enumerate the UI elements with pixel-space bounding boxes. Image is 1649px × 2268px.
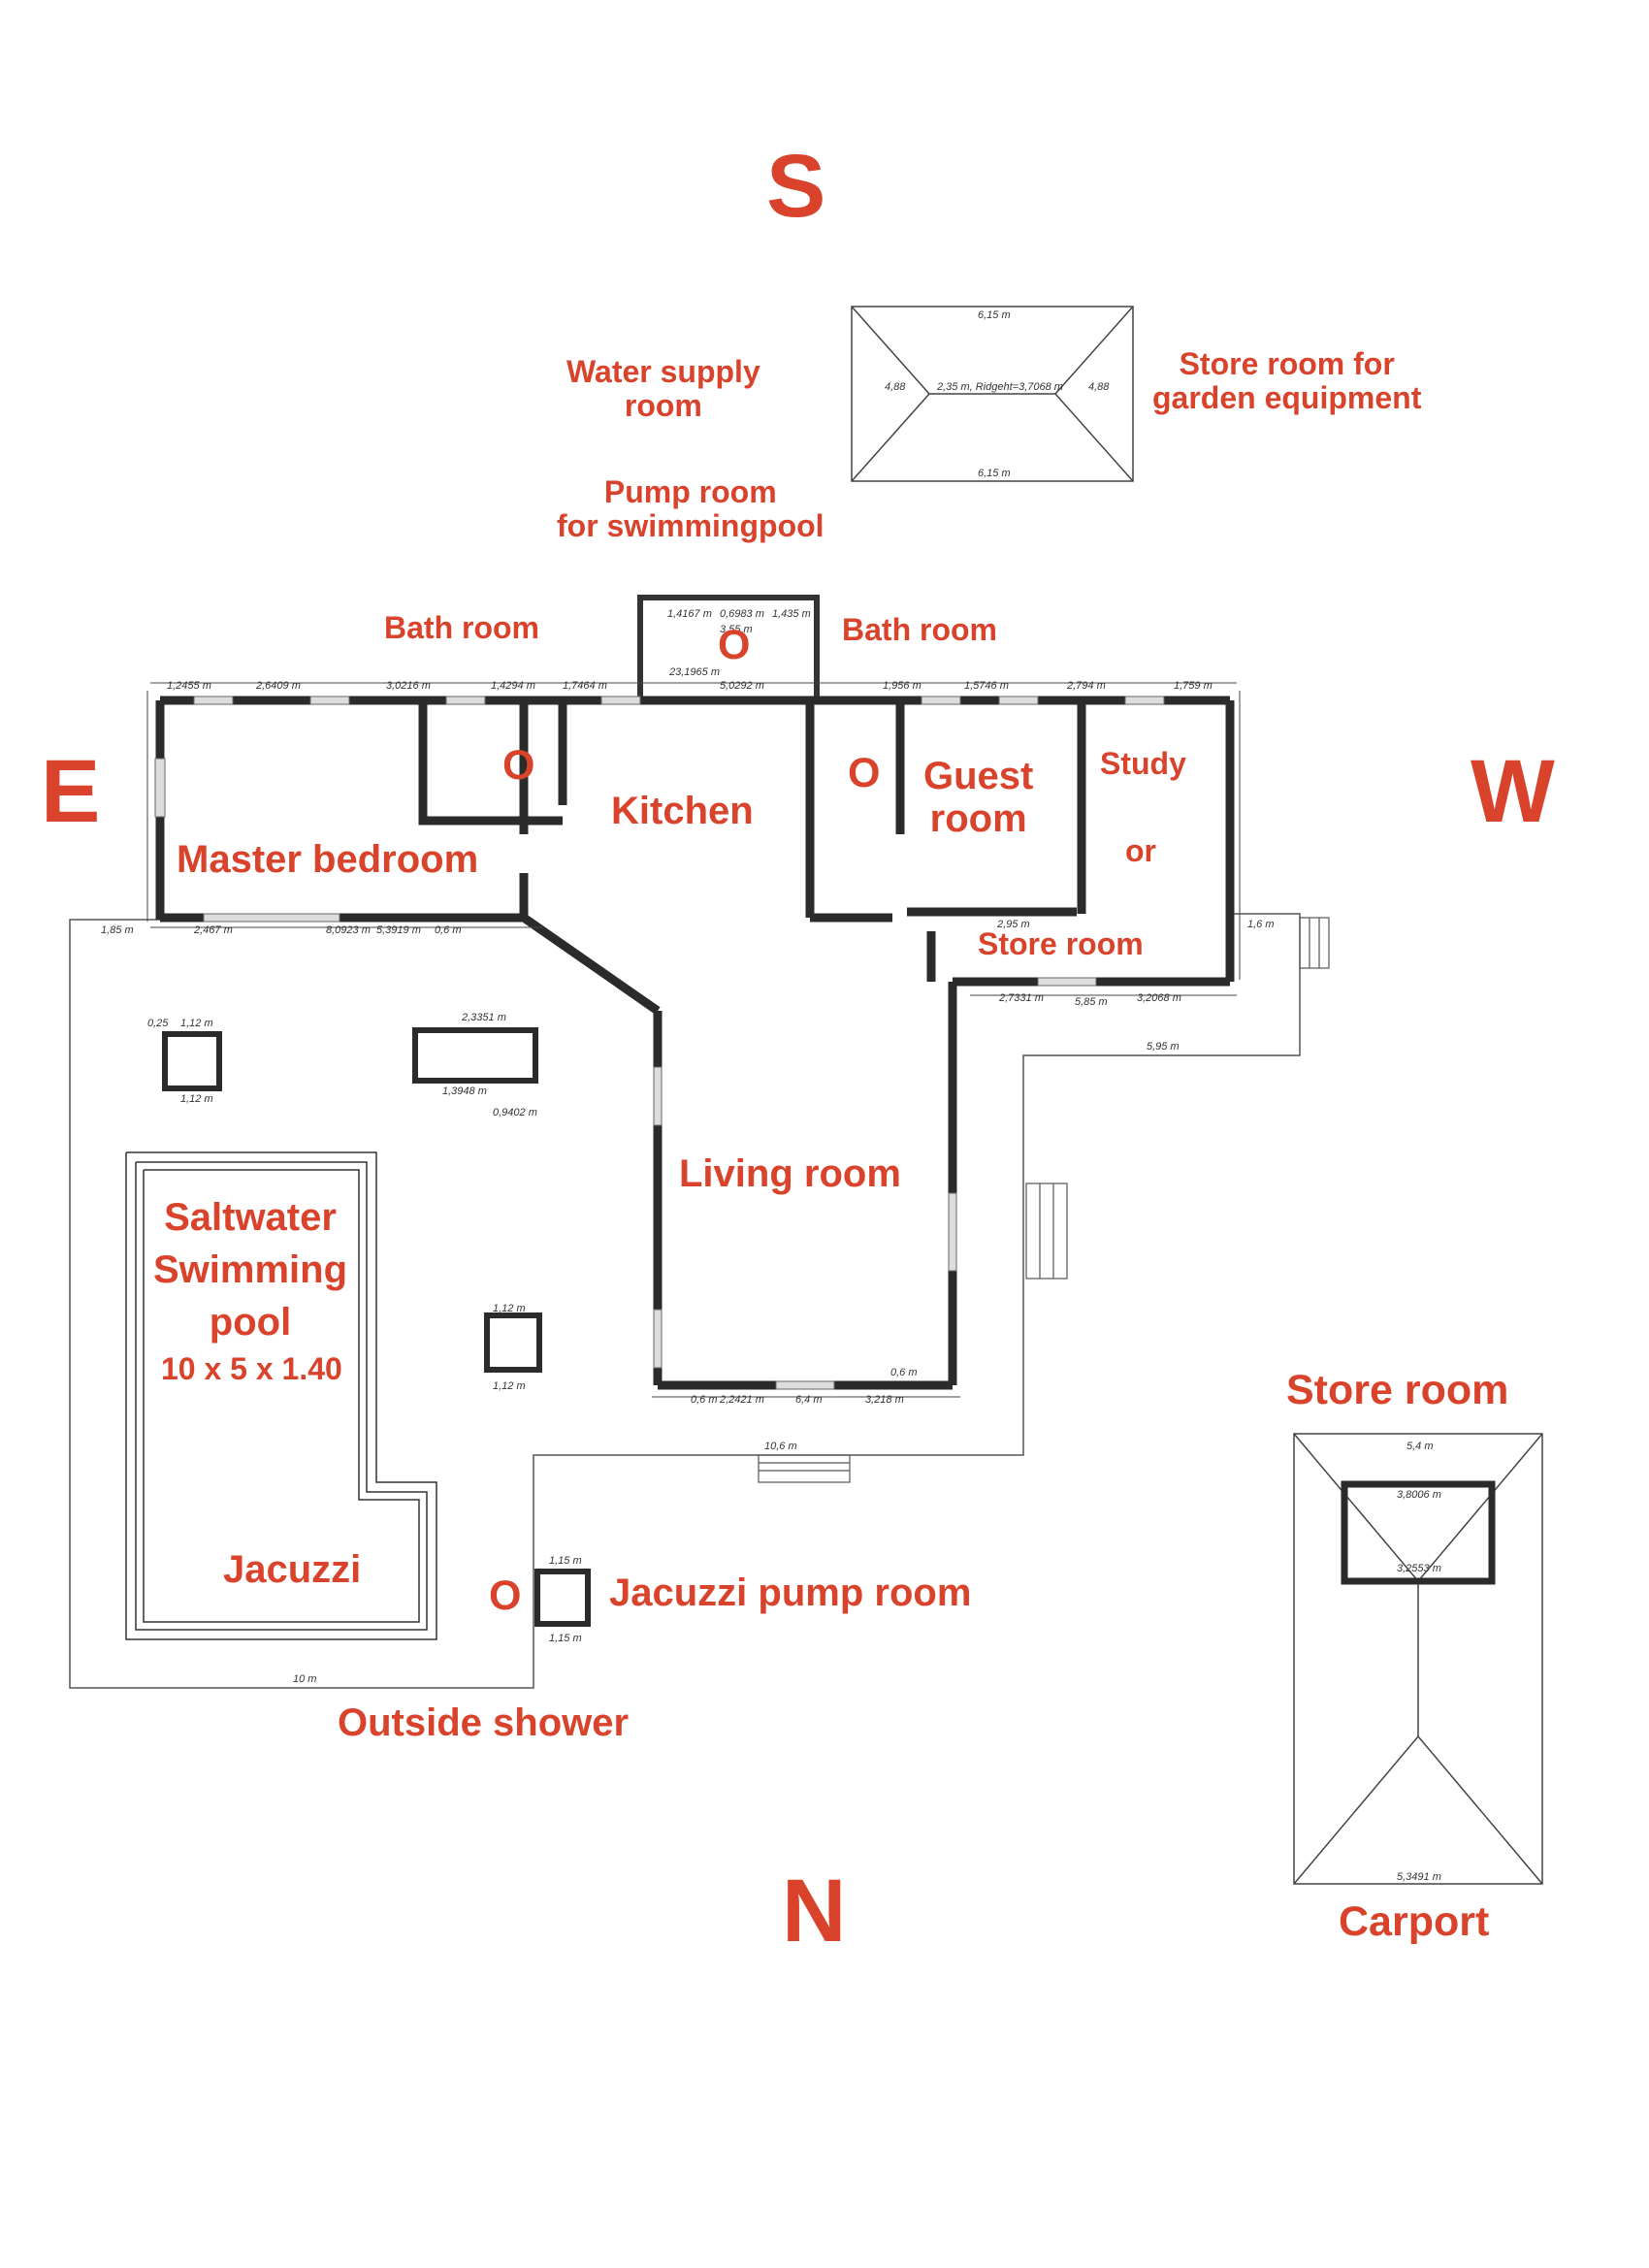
dim-label: 5,85 m xyxy=(1075,996,1108,1008)
dim-label: 23,1965 m xyxy=(668,666,720,678)
dim-label: 6,4 m xyxy=(795,1394,823,1406)
dim-label: 8,0923 m xyxy=(326,924,371,936)
bedroom-bottom-dims: 1,85 m 2,467 m 8,0923 m 5,3919 m 0,6 m xyxy=(101,924,462,936)
label-water-supply-room: Water supply room xyxy=(566,354,760,424)
dim-label: 5,95 m xyxy=(1147,1041,1180,1053)
pump-room-walls xyxy=(637,595,820,704)
label-store-room-main: Store room xyxy=(978,926,1144,961)
dim-label: 2,35 m, Ridgeht=3,7068 m xyxy=(936,381,1063,393)
dim-label: 1,12 m xyxy=(180,1018,213,1029)
label-garden-store-room: Store room for garden equipment xyxy=(1152,346,1422,416)
dim-label: 10 m xyxy=(293,1673,316,1685)
steps xyxy=(758,917,1330,1483)
label-bath-room-right: Bath room xyxy=(842,612,997,647)
garden-store-roof xyxy=(851,306,1134,482)
label-master-bedroom: Master bedroom xyxy=(177,838,479,881)
dim-label: 2,467 m xyxy=(193,924,233,936)
site-dims: 10,6 m 10 m xyxy=(293,1441,797,1685)
dim-label: 3,55 m xyxy=(720,624,753,635)
dim-label: 4,88 xyxy=(885,381,906,393)
dim-label: 0,6983 m xyxy=(720,608,764,620)
label-pump-room: Pump room for swimmingpool xyxy=(557,474,824,544)
windows xyxy=(154,696,1165,1390)
label-jacuzzi: Jacuzzi xyxy=(223,1548,362,1591)
dim-label: 5,4 m xyxy=(1406,1441,1434,1452)
dim-label: 1,12 m xyxy=(180,1093,213,1105)
living-bottom-dims: 0,6 m 2,2421 m 6,4 m 3,218 m 0,6 m xyxy=(691,1367,918,1406)
dim-label: 5,0292 m xyxy=(720,680,764,692)
dim-label: 2,794 m xyxy=(1066,680,1106,692)
dim-label: 3,0216 m xyxy=(386,680,431,692)
dim-label: 3,2553 m xyxy=(1397,1563,1441,1574)
small-sheds xyxy=(162,1027,591,1627)
pump-room-dims: 1,4167 m 0,6983 m 1,435 m 3,55 m xyxy=(667,608,811,635)
dim-label: 2,6409 m xyxy=(255,680,301,692)
dim-label: 2,3351 m xyxy=(461,1012,506,1023)
dim-label: 6,15 m xyxy=(978,309,1011,321)
dim-label: 1,15 m xyxy=(549,1633,582,1644)
dim-label: 0,9402 m xyxy=(493,1107,537,1118)
dim-label: 1,4294 m xyxy=(491,680,535,692)
dimension-lines xyxy=(146,682,1241,1398)
dim-label: 1,5746 m xyxy=(964,680,1009,692)
dim-label: 1,759 m xyxy=(1174,680,1212,692)
label-living-room: Living room xyxy=(679,1152,901,1195)
label-study: Study xyxy=(1100,746,1186,781)
dim-label: 1,12 m xyxy=(493,1303,526,1314)
label-outside-shower: Outside shower xyxy=(338,1701,630,1744)
dim-label: 1,85 m xyxy=(101,924,134,936)
dim-label: 0,6 m xyxy=(435,924,462,936)
dim-label: 1,956 m xyxy=(883,680,922,692)
label-guest-room: Guest room xyxy=(923,755,1034,840)
dim-label: 6,15 m xyxy=(978,468,1011,479)
dim-label: 10,6 m xyxy=(764,1441,797,1452)
marker-bath-right: O xyxy=(848,750,881,796)
compass-north: N xyxy=(782,1862,847,1960)
label-pool-dimensions: 10 x 5 x 1.40 xyxy=(161,1351,342,1386)
marker-outside-shower: O xyxy=(489,1572,522,1619)
dim-label: 2,2421 m xyxy=(719,1394,764,1406)
dim-label: 1,15 m xyxy=(549,1555,582,1567)
carport-dims: 5,4 m 3,8006 m 3,2553 m 5,3491 m xyxy=(1397,1441,1441,1883)
marker-bath-left: O xyxy=(502,742,535,789)
dim-label: 3,218 m xyxy=(865,1394,904,1406)
dim-label: 1,6 m xyxy=(1247,919,1275,930)
compass-west: W xyxy=(1471,742,1555,841)
dim-label: 1,435 m xyxy=(772,608,811,620)
label-carport-store-room: Store room xyxy=(1286,1367,1509,1413)
dim-label: 0,6 m xyxy=(890,1367,918,1378)
shed-dims: 0,25 1,12 m 1,12 m 2,3351 m 1,3948 m 0,9… xyxy=(147,1012,582,1644)
dim-label: 2,7331 m xyxy=(998,992,1044,1004)
dim-label: 1,4167 m xyxy=(667,608,712,620)
marker-pump-room: O xyxy=(718,622,751,668)
dim-label: 3,2068 m xyxy=(1137,992,1181,1004)
dim-label: 5,3919 m xyxy=(376,924,421,936)
dim-label: 3,8006 m xyxy=(1397,1489,1441,1501)
compass-east: E xyxy=(41,742,101,841)
dim-label: 0,6 m xyxy=(691,1394,718,1406)
label-bath-room-left: Bath room xyxy=(384,610,539,645)
dim-label: 5,3491 m xyxy=(1397,1871,1441,1883)
label-carport: Carport xyxy=(1339,1898,1490,1945)
carport-store-walls xyxy=(1341,1480,1496,1585)
label-jacuzzi-pump-room: Jacuzzi pump room xyxy=(609,1571,972,1614)
dim-label: 1,7464 m xyxy=(563,680,607,692)
label-swimming-pool: Saltwater Swimming pool xyxy=(153,1196,348,1344)
dim-label: 1,12 m xyxy=(493,1380,526,1392)
garden-store-dims: 6,15 m 6,15 m 2,35 m, Ridgeht=3,7068 m 4… xyxy=(885,309,1110,479)
top-dims: 1,2455 m 2,6409 m 3,0216 m 1,4294 m 1,74… xyxy=(167,666,1212,692)
pool-outline xyxy=(125,1151,437,1640)
dim-label: 2,95 m xyxy=(996,919,1030,930)
dim-label: 0,25 xyxy=(147,1018,169,1029)
label-or: or xyxy=(1125,833,1156,868)
carport-roof xyxy=(1293,1433,1543,1885)
dim-label: 4,88 xyxy=(1088,381,1110,393)
dim-label: 1,3948 m xyxy=(442,1085,487,1097)
compass-south: S xyxy=(766,137,826,236)
west-block-dims: 2,95 m 1,6 m 2,7331 m 5,85 m 3,2068 m 5,… xyxy=(996,919,1275,1053)
dim-label: 1,2455 m xyxy=(167,680,211,692)
label-kitchen: Kitchen xyxy=(611,790,754,832)
